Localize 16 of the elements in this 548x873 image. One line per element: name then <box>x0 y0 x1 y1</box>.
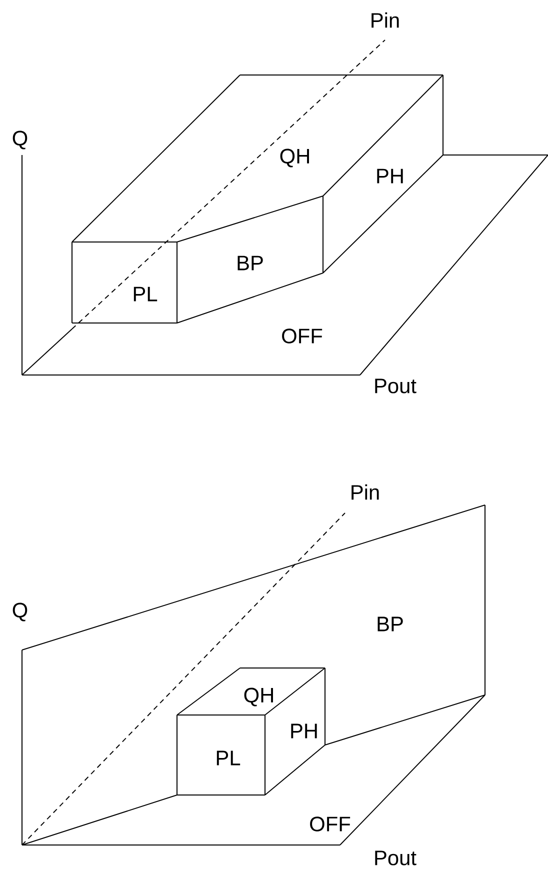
region-label: Pin <box>372 12 399 28</box>
region-label: Pout <box>375 850 416 866</box>
region-label: BP <box>238 256 263 270</box>
region-label: PL <box>134 286 158 302</box>
region-label: PH <box>291 724 317 738</box>
region-label: Pin <box>352 484 379 500</box>
region-label: Pout <box>375 378 416 394</box>
region-label: PH <box>377 168 403 184</box>
region-label: OFF <box>310 816 350 832</box>
region-label: QH <box>244 688 273 706</box>
region-label: Q <box>12 130 28 150</box>
region-label: OFF <box>282 328 322 344</box>
region-label: PL <box>216 750 240 766</box>
region-label: BP <box>378 616 403 632</box>
region-label: QH <box>280 148 309 168</box>
region-label: Q <box>12 602 28 622</box>
